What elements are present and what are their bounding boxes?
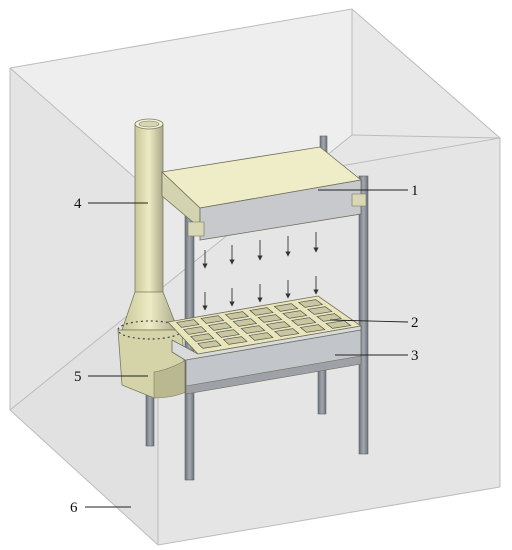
tray-cell — [232, 318, 258, 327]
tray-cell — [222, 336, 248, 345]
callout-5: 5 — [74, 369, 82, 385]
tray-cell — [249, 307, 274, 316]
tray-cell — [273, 303, 299, 312]
perforated-tray — [167, 295, 363, 355]
tray-cell — [290, 317, 317, 326]
callout-6: 6 — [70, 500, 78, 516]
tray-cell — [306, 306, 333, 315]
callout-2: 2 — [411, 315, 419, 331]
tray-cell — [240, 325, 266, 334]
tray-cell — [325, 320, 352, 329]
tray-cell — [257, 314, 283, 323]
tray-cell — [183, 326, 208, 335]
callout-4: 4 — [74, 196, 82, 212]
heat-flow-arrows — [202, 232, 319, 311]
tray-cell — [175, 319, 200, 328]
tray-cell — [197, 340, 222, 349]
heating-hood — [161, 146, 367, 241]
tray-cell — [299, 324, 326, 333]
tray-cell — [297, 299, 324, 308]
callout-leaders — [85, 189, 409, 508]
callout-3: 3 — [411, 348, 419, 364]
tray-cell — [215, 329, 240, 338]
tray-cell — [200, 315, 225, 324]
tray-cell — [265, 321, 292, 330]
tray-cell — [190, 333, 215, 342]
tray-cell — [316, 313, 343, 322]
tray-cell — [248, 332, 274, 341]
exhaust-chimney — [134, 118, 164, 295]
tray-cell — [224, 311, 250, 320]
tray-support-frame — [171, 325, 362, 395]
tray-cell — [274, 328, 300, 337]
callout-numbers: 1 2 3 4 5 6 — [70, 183, 419, 516]
tray-cell — [282, 310, 308, 319]
enclosure-box — [9, 8, 502, 546]
callout-1: 1 — [411, 183, 419, 199]
tray-cell — [207, 322, 233, 331]
